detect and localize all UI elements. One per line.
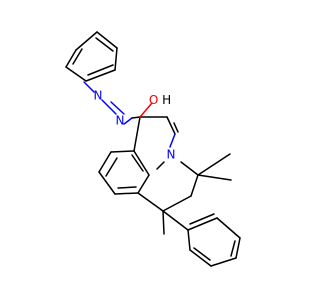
bond [87, 64, 114, 76]
bond [216, 217, 241, 239]
oxygen-symbol: O [149, 93, 158, 107]
bond [156, 161, 165, 170]
bond [162, 195, 192, 212]
bond [101, 99, 117, 115]
bond [162, 210, 165, 235]
bond [133, 150, 150, 176]
hydroxyl-oxygen-label: O H [149, 93, 171, 107]
bond [230, 240, 236, 257]
bond [180, 161, 199, 176]
bond [169, 133, 176, 148]
molecule-structure: O H N N N [65, 31, 241, 267]
bond [123, 117, 133, 125]
bond [190, 174, 199, 197]
bond [83, 81, 95, 93]
bond [98, 171, 116, 195]
bond [72, 48, 83, 65]
bond [137, 174, 150, 194]
bond [137, 192, 164, 212]
bond [193, 247, 211, 261]
bond [187, 217, 218, 231]
bond [139, 102, 153, 118]
bond [96, 31, 118, 49]
bond [110, 150, 135, 153]
bond-layer [65, 31, 241, 267]
bond [98, 151, 112, 173]
ring-nitrogen-label: N [167, 148, 176, 162]
bond [197, 174, 232, 181]
bond [166, 116, 176, 135]
bond [117, 186, 137, 189]
bond [114, 47, 118, 71]
bond [105, 157, 118, 177]
bond [235, 237, 241, 259]
bond [75, 31, 98, 51]
bond [133, 116, 141, 152]
bond [210, 257, 237, 267]
bond [95, 37, 114, 52]
bond [131, 154, 144, 172]
azo-nitrogen-1-label: N [94, 89, 103, 103]
bond [162, 210, 189, 231]
bond [197, 153, 231, 176]
bond [173, 122, 179, 133]
azo-nitrogen-2-label: N [116, 114, 125, 128]
bond [189, 249, 212, 267]
bond [110, 101, 125, 115]
bond [131, 116, 141, 119]
hydrogen-symbol: H [162, 93, 171, 107]
bond [189, 213, 215, 225]
bond [187, 229, 191, 251]
bond [114, 192, 139, 195]
bond [65, 66, 87, 82]
atom-labels: O H N N N [94, 89, 176, 162]
bond [85, 69, 116, 82]
bond [65, 49, 77, 68]
